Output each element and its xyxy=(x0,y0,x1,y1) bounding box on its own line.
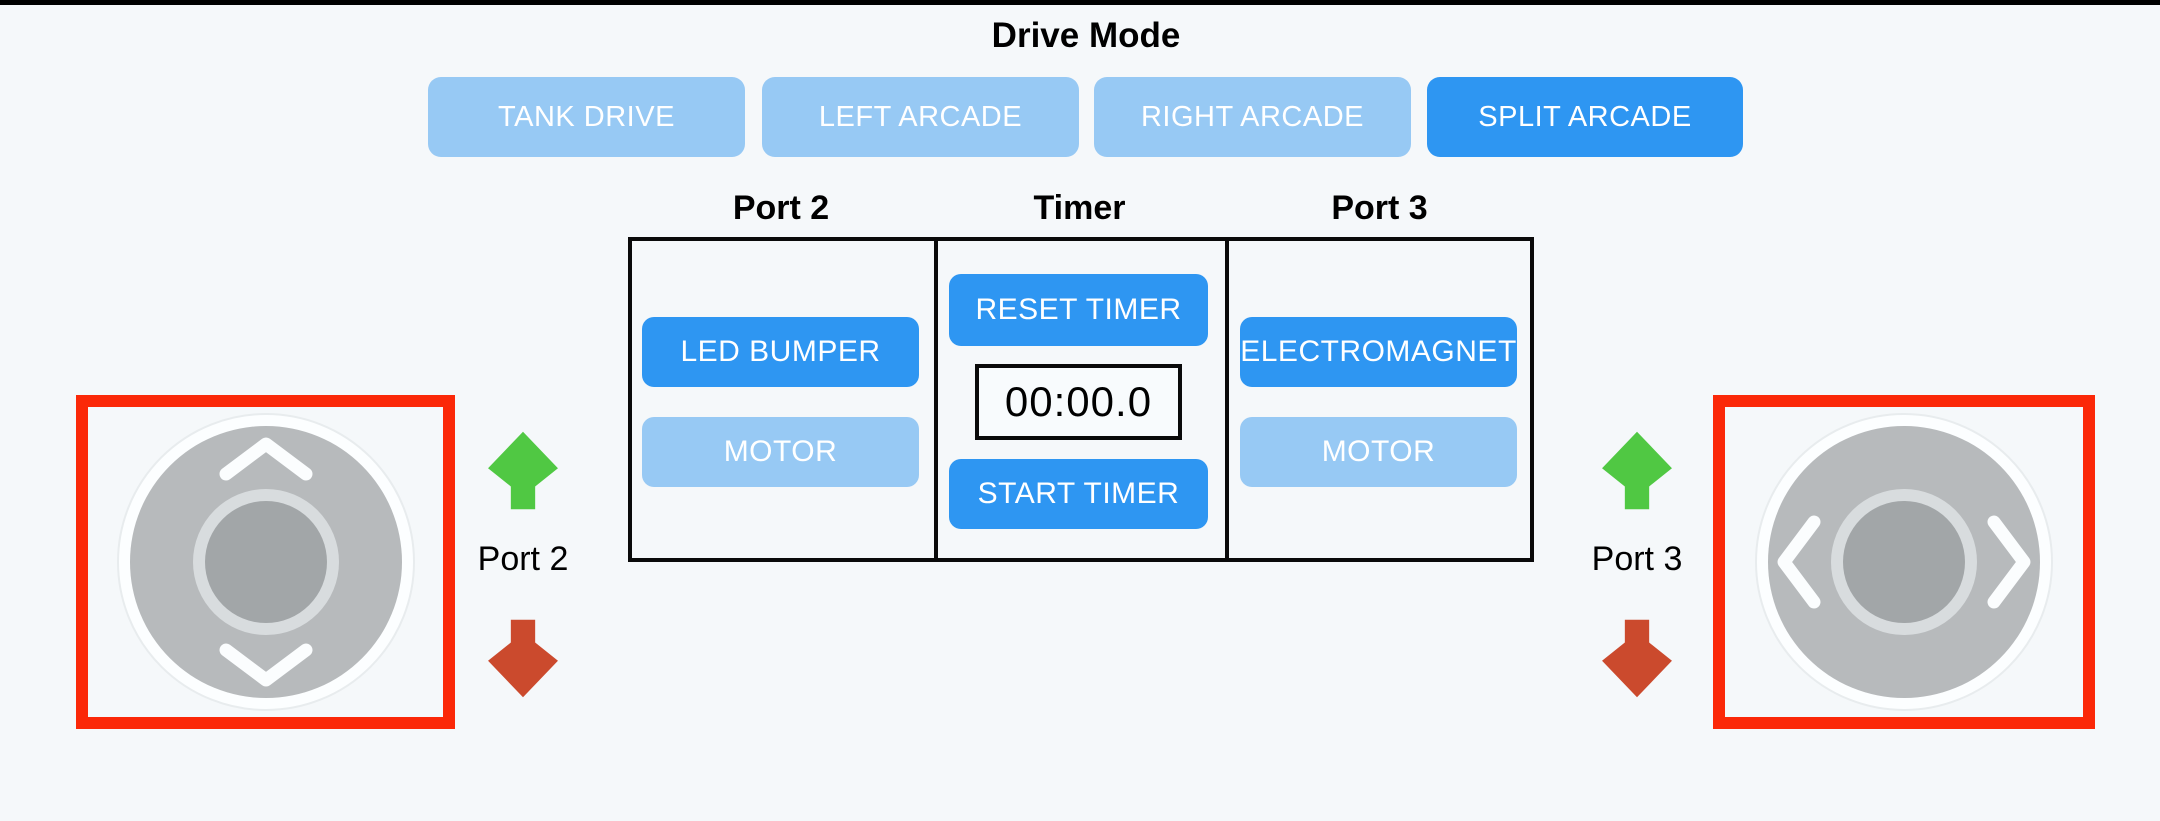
reset-timer-button[interactable]: RESET TIMER xyxy=(949,274,1208,346)
top-border xyxy=(0,0,2160,5)
port3-column-header: Port 3 xyxy=(1331,189,1428,227)
right-joystick-pad[interactable] xyxy=(1768,426,2040,698)
port3-down-arrow-icon xyxy=(1602,619,1672,698)
chevron-up-icon xyxy=(219,437,312,481)
electromagnet-button[interactable]: ELECTROMAGNET xyxy=(1240,317,1517,387)
drive-mode-title: Drive Mode xyxy=(991,16,1181,55)
port2-column-header: Port 2 xyxy=(732,189,830,227)
right-joystick-knob[interactable] xyxy=(1843,501,1965,623)
left-joystick-highlight-box xyxy=(76,395,455,729)
port2-joystick-label: Port 2 xyxy=(477,540,569,578)
left-joystick-knob[interactable] xyxy=(204,501,327,623)
led-bumper-button[interactable]: LED BUMPER xyxy=(642,317,919,387)
chevron-left-icon xyxy=(1777,515,1821,609)
table-divider xyxy=(934,241,938,558)
split-arcade-button[interactable]: SPLIT ARCADE xyxy=(1427,77,1743,157)
timer-column-header: Timer xyxy=(1033,189,1126,227)
tank-drive-button[interactable]: TANK DRIVE xyxy=(428,77,745,157)
chevron-right-icon xyxy=(1987,515,2031,609)
port3-motor-button[interactable]: MOTOR xyxy=(1240,417,1517,487)
port2-up-arrow-icon xyxy=(488,431,558,510)
port3-joystick-label: Port 3 xyxy=(1591,540,1683,578)
control-table xyxy=(628,237,1534,562)
chevron-down-icon xyxy=(219,643,312,687)
right-arcade-button[interactable]: RIGHT ARCADE xyxy=(1094,77,1411,157)
port3-up-arrow-icon xyxy=(1602,431,1672,510)
port2-motor-button[interactable]: MOTOR xyxy=(642,417,919,487)
start-timer-button[interactable]: START TIMER xyxy=(949,459,1208,529)
right-joystick-highlight-box xyxy=(1713,395,2095,729)
port2-down-arrow-icon xyxy=(488,619,558,698)
timer-display: 00:00.0 xyxy=(975,364,1182,440)
left-arcade-button[interactable]: LEFT ARCADE xyxy=(762,77,1079,157)
table-divider xyxy=(1225,241,1229,558)
left-joystick-pad[interactable] xyxy=(129,426,402,698)
